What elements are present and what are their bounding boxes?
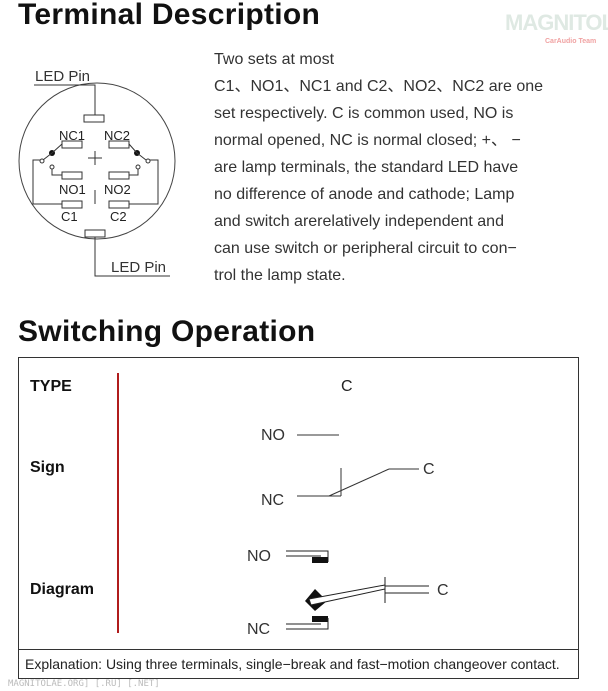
type-label: TYPE	[30, 378, 72, 395]
desc-line: Two sets at most	[214, 51, 335, 68]
type-value: C	[341, 378, 353, 395]
sign-c-label: C	[423, 461, 435, 478]
diagram-c-label: C	[437, 582, 449, 599]
switching-operation-title: Switching Operation	[18, 315, 316, 348]
diagram-label: Diagram	[30, 581, 95, 598]
no1-label: NO1	[59, 182, 86, 197]
diagram-no-label: NO	[247, 548, 271, 565]
desc-line: can use switch or peripheral circuit to …	[214, 240, 517, 257]
logo-name: MAGNITOLA	[505, 10, 608, 35]
diagram-symbol: NO C NC	[247, 548, 449, 638]
desc-line: set respectively. C is common used, NO i…	[214, 105, 514, 122]
c1-label: C1	[61, 209, 78, 224]
desc-line: normal opened, NC is normal closed; +、 −	[214, 132, 521, 149]
switching-table: TYPE Sign Diagram C NO NC C NO C NC Expl…	[18, 357, 579, 679]
diagram-nc-label: NC	[247, 621, 270, 638]
red-divider	[117, 373, 119, 633]
nc1-label: NC1	[59, 128, 85, 143]
magnitola-logo: MAGNITOLA CarAudio Team	[505, 12, 608, 52]
sign-no-label: NO	[261, 427, 285, 444]
led-pin-top-label: LED Pin	[35, 68, 90, 85]
desc-line: and switch arerelatively independent and	[214, 213, 504, 230]
nc2-label: NC2	[104, 128, 130, 143]
desc-line: C1、NO1、NC1 and C2、NO2、NC2 are one	[214, 78, 544, 95]
watermark: MAGNITOLAE.ORG] [.RU] [.NET]	[8, 679, 160, 689]
terminal-description-text: Two sets at most C1、NO1、NC1 and C2、NO2、N…	[214, 46, 584, 289]
explanation-text: Explanation: Using three terminals, sing…	[19, 649, 578, 672]
c2-label: C2	[110, 209, 127, 224]
sign-symbol: NO NC C	[261, 427, 435, 509]
desc-line: are lamp terminals, the standard LED hav…	[214, 159, 519, 176]
sign-label: Sign	[30, 459, 65, 476]
terminal-description-title: Terminal Description	[18, 0, 321, 31]
sign-nc-label: NC	[261, 492, 284, 509]
logo-tagline: CarAudio Team	[545, 38, 597, 45]
desc-line: trol the lamp state.	[214, 267, 346, 284]
desc-line: no difference of anode and cathode; Lamp	[214, 186, 515, 203]
no2-label: NO2	[104, 182, 131, 197]
terminal-diagram: LED Pin NC1 NC2 NO1 NO2 C1 C2 LED Pin	[18, 68, 176, 277]
led-pin-bottom-label: LED Pin	[111, 259, 166, 276]
